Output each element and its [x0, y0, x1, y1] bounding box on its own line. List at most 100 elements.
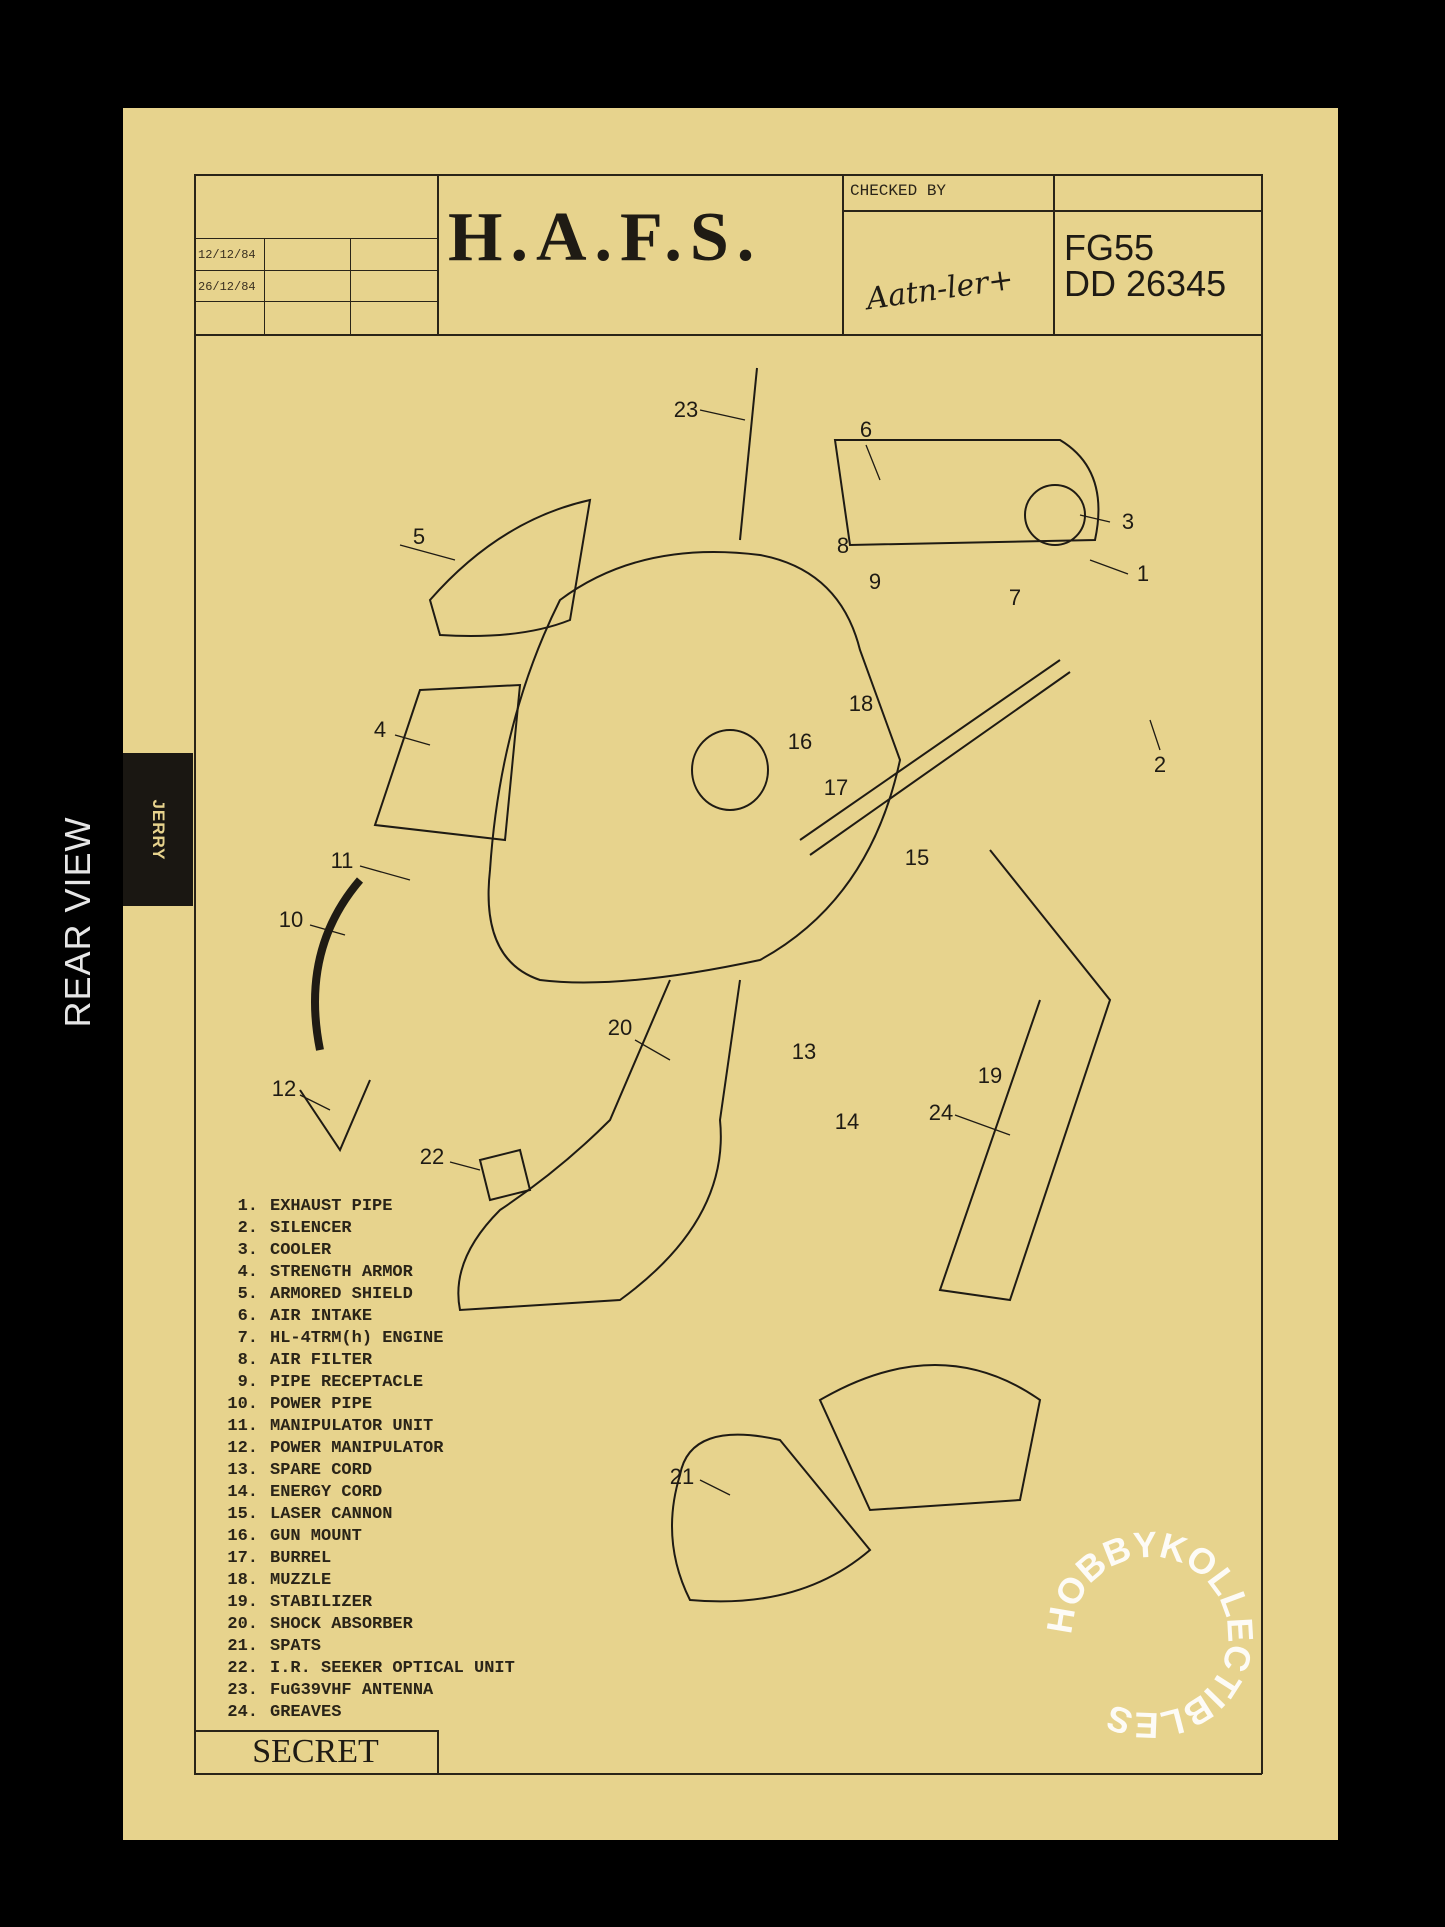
callout-20: 20: [607, 1015, 633, 1040]
part-number: 17.: [227, 1549, 258, 1568]
callout-12: 12: [271, 1076, 297, 1101]
callout-21: 21: [669, 1464, 695, 1489]
seeker-22: [478, 1148, 532, 1202]
part-label: STABILIZER: [270, 1593, 373, 1612]
callout-18: 18: [848, 691, 874, 716]
part-number: 19.: [227, 1593, 258, 1612]
side-tab: JERRY: [123, 753, 193, 906]
parts-list-item: 18.MUZZLE: [214, 1570, 515, 1592]
main-hull: [487, 551, 902, 984]
part-label: ARMORED SHIELD: [270, 1285, 413, 1304]
code-line-2: DD 26345: [1064, 263, 1227, 304]
callout-10: 10: [278, 907, 304, 932]
parts-list-item: 14.ENERGY CORD: [214, 1482, 515, 1504]
document-title: H.A.F.S.: [448, 199, 763, 276]
parts-list-item: 22. I.R. SEEKER OPTICAL UNIT: [214, 1658, 515, 1680]
callout-19: 19: [977, 1063, 1003, 1088]
leg-left: [457, 979, 741, 1312]
part-number: 9.: [237, 1373, 258, 1392]
parts-list-item: 11.MANIPULATOR UNIT: [214, 1416, 515, 1438]
part-label: PIPE RECEPTACLE: [270, 1373, 424, 1392]
part-number: 23.: [227, 1681, 258, 1700]
parts-list-item: 8.AIR FILTER: [214, 1350, 515, 1372]
revision-date-1: 12/12/84: [198, 248, 256, 262]
parts-list-item: 19. STABILIZER: [214, 1592, 515, 1614]
part-number: 20.: [227, 1615, 258, 1634]
callout-23: 23: [673, 397, 699, 422]
part-number: 8.: [237, 1351, 258, 1370]
parts-list-item: 4.STRENGTH ARMOR: [214, 1262, 515, 1284]
part-label: I.R. SEEKER OPTICAL UNIT: [270, 1659, 515, 1678]
part-label: COOLER: [270, 1241, 332, 1260]
part-number: 18.: [227, 1571, 258, 1590]
part-number: 21.: [227, 1637, 258, 1656]
part-label: SPARE CORD: [270, 1461, 373, 1480]
part-number: 7.: [237, 1329, 258, 1348]
parts-list-item: 16. GUN MOUNT: [214, 1526, 515, 1548]
part-label: GUN MOUNT: [270, 1527, 362, 1546]
part-number: 2.: [237, 1219, 258, 1238]
callout-3: 3: [1121, 509, 1135, 534]
callout-13: 13: [791, 1039, 817, 1064]
part-label: SHOCK ABSORBER: [270, 1615, 413, 1634]
part-number: 16.: [227, 1527, 258, 1546]
callout-17: 17: [823, 775, 849, 800]
cannon: [799, 659, 1071, 856]
parts-list-item: 17.BURREL: [214, 1548, 515, 1570]
part-label: POWER MANIPULATOR: [270, 1439, 444, 1458]
svg-text:HOBBYKOLLECTIBLES: HOBBYKOLLECTIBLES: [1038, 1524, 1261, 1747]
callout-5: 5: [412, 524, 426, 549]
callout-4: 4: [373, 717, 387, 742]
parts-list-item: 24. GREAVES: [214, 1702, 515, 1724]
part-number: 10.: [227, 1395, 258, 1414]
part-label: POWER PIPE: [270, 1395, 373, 1414]
engine-block: [833, 439, 1100, 547]
power-pipe: [311, 877, 364, 1051]
callout-7: 7: [1008, 585, 1022, 610]
part-number: 13.: [227, 1461, 258, 1480]
callout-9: 9: [868, 569, 882, 594]
checked-by-label: CHECKED BY: [850, 182, 947, 200]
callout-11: 11: [330, 848, 354, 873]
part-number: 24.: [227, 1703, 258, 1722]
callout-22: 22: [419, 1144, 445, 1169]
parts-list-item: 21. SPATS: [214, 1636, 515, 1658]
parts-list-item: 12.POWER MANIPULATOR: [214, 1438, 515, 1460]
callout-1: 1: [1136, 561, 1150, 586]
hull-port: [691, 729, 769, 811]
part-label: SPATS: [270, 1637, 322, 1656]
shield-5: [428, 498, 592, 637]
code-line-1: FG55: [1064, 227, 1155, 268]
part-label: EXHAUST PIPE: [270, 1197, 393, 1216]
parts-list-item: 20. SHOCK ABSORBER: [214, 1614, 515, 1636]
part-label: FuG39VHF ANTENNA: [270, 1681, 434, 1700]
callout-16: 16: [787, 729, 813, 754]
spat-21: [671, 1433, 872, 1603]
part-label: AIR INTAKE: [270, 1307, 373, 1326]
drawing-code: FG55 DD 26345: [1064, 230, 1226, 302]
parts-list-item: 7. HL-4TRM(h) ENGINE: [214, 1328, 515, 1350]
blueprint-card: [123, 108, 1338, 1840]
part-label: HL-4TRM(h) ENGINE: [270, 1329, 444, 1348]
part-label: ENERGY CORD: [270, 1483, 383, 1502]
callout-24: 24: [928, 1100, 954, 1125]
parts-list-item: 6.AIR INTAKE: [214, 1306, 515, 1328]
parts-list-item: 5. ARMORED SHIELD: [214, 1284, 515, 1306]
watermark-text: HOBBYKOLLECTIBLES: [1038, 1524, 1261, 1747]
part-label: GREAVES: [270, 1703, 342, 1722]
cooler: [1024, 484, 1086, 546]
part-number: 5.: [237, 1285, 258, 1304]
parts-list-item: 23. FuG39VHF ANTENNA: [214, 1680, 515, 1702]
part-number: 22.: [227, 1659, 258, 1678]
part-number: 3.: [237, 1241, 258, 1260]
parts-list-item: 2.SILENCER: [214, 1218, 515, 1240]
manipulator: [299, 1079, 371, 1153]
callout-8: 8: [836, 533, 850, 558]
foot-right: [818, 1364, 1042, 1512]
revision-date-2: 26/12/84: [198, 280, 256, 294]
antenna: [739, 367, 758, 541]
parts-list-item: 3. COOLER: [214, 1240, 515, 1262]
parts-list-item: 15.LASER CANNON: [214, 1504, 515, 1526]
